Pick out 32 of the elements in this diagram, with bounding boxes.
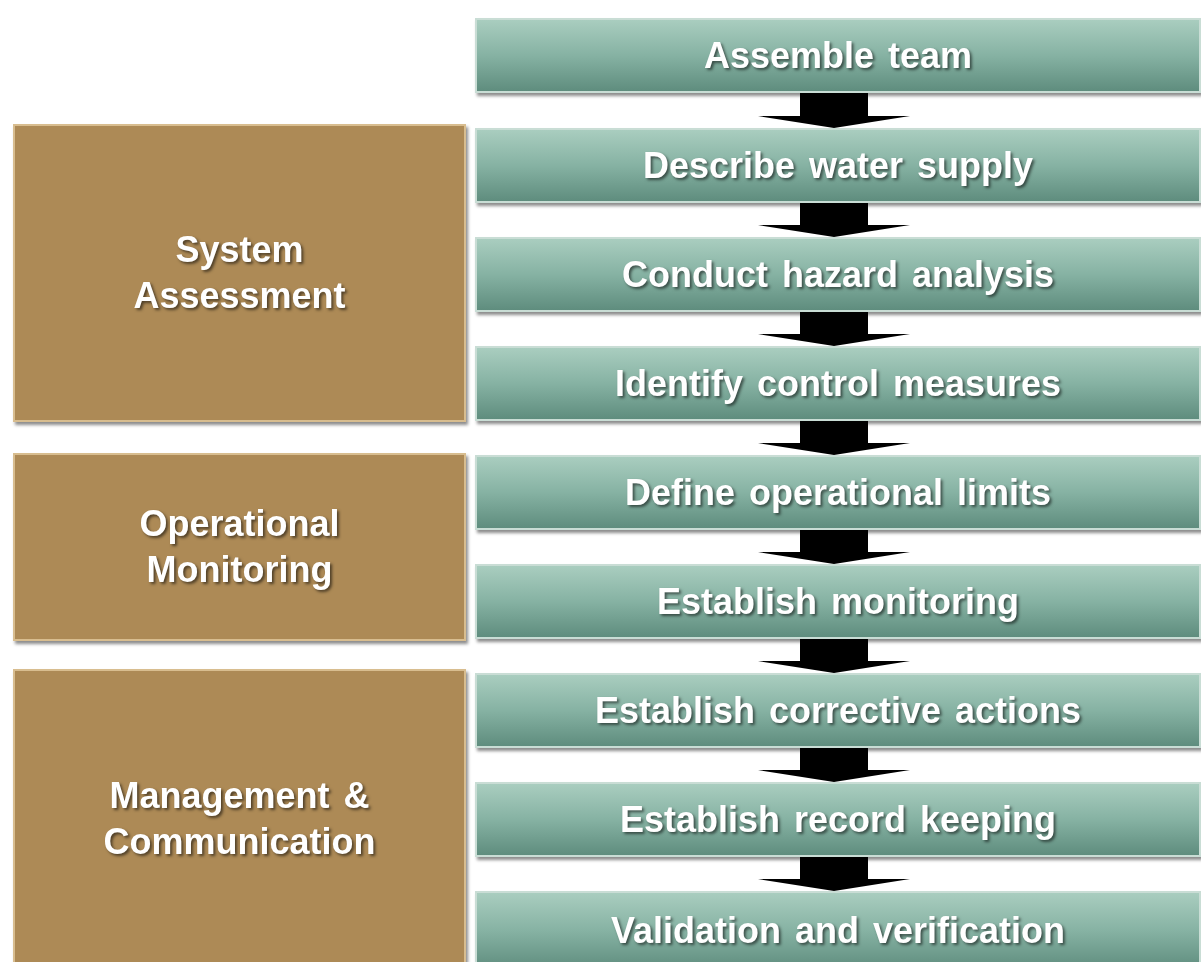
process-box — [475, 237, 1201, 312]
phase-label: Operational Monitoring — [138, 502, 341, 592]
arrow — [758, 530, 910, 564]
arrow — [758, 421, 910, 455]
step-label: Identify control measures — [614, 361, 1062, 406]
arrow — [758, 203, 910, 237]
process-box — [475, 673, 1201, 748]
phase-box — [13, 669, 466, 962]
step-label: Establish corrective actions — [594, 688, 1082, 733]
step-label: Establish monitoring — [657, 579, 1019, 624]
process-box — [475, 891, 1201, 962]
phase-box — [13, 453, 466, 641]
arrow — [758, 93, 910, 128]
phase-label: Management & Communication — [102, 774, 377, 864]
process-box — [475, 782, 1201, 857]
arrow — [758, 312, 910, 346]
step-label: Conduct hazard analysis — [621, 252, 1055, 297]
step-label: Establish record keeping — [619, 797, 1057, 842]
phase-box — [13, 124, 466, 422]
arrow — [758, 639, 910, 673]
step-label: Define operational limits — [624, 470, 1052, 515]
arrow — [758, 857, 910, 891]
step-label: Assemble team — [703, 33, 973, 78]
process-box — [475, 18, 1201, 93]
arrow — [758, 748, 910, 782]
step-label: Describe water supply — [642, 143, 1034, 188]
process-box — [475, 455, 1201, 530]
process-box — [475, 564, 1201, 639]
process-box — [475, 346, 1201, 421]
phase-label: System Assessment — [132, 228, 347, 318]
process-box — [475, 128, 1201, 203]
step-label: Validation and verification — [610, 909, 1066, 953]
